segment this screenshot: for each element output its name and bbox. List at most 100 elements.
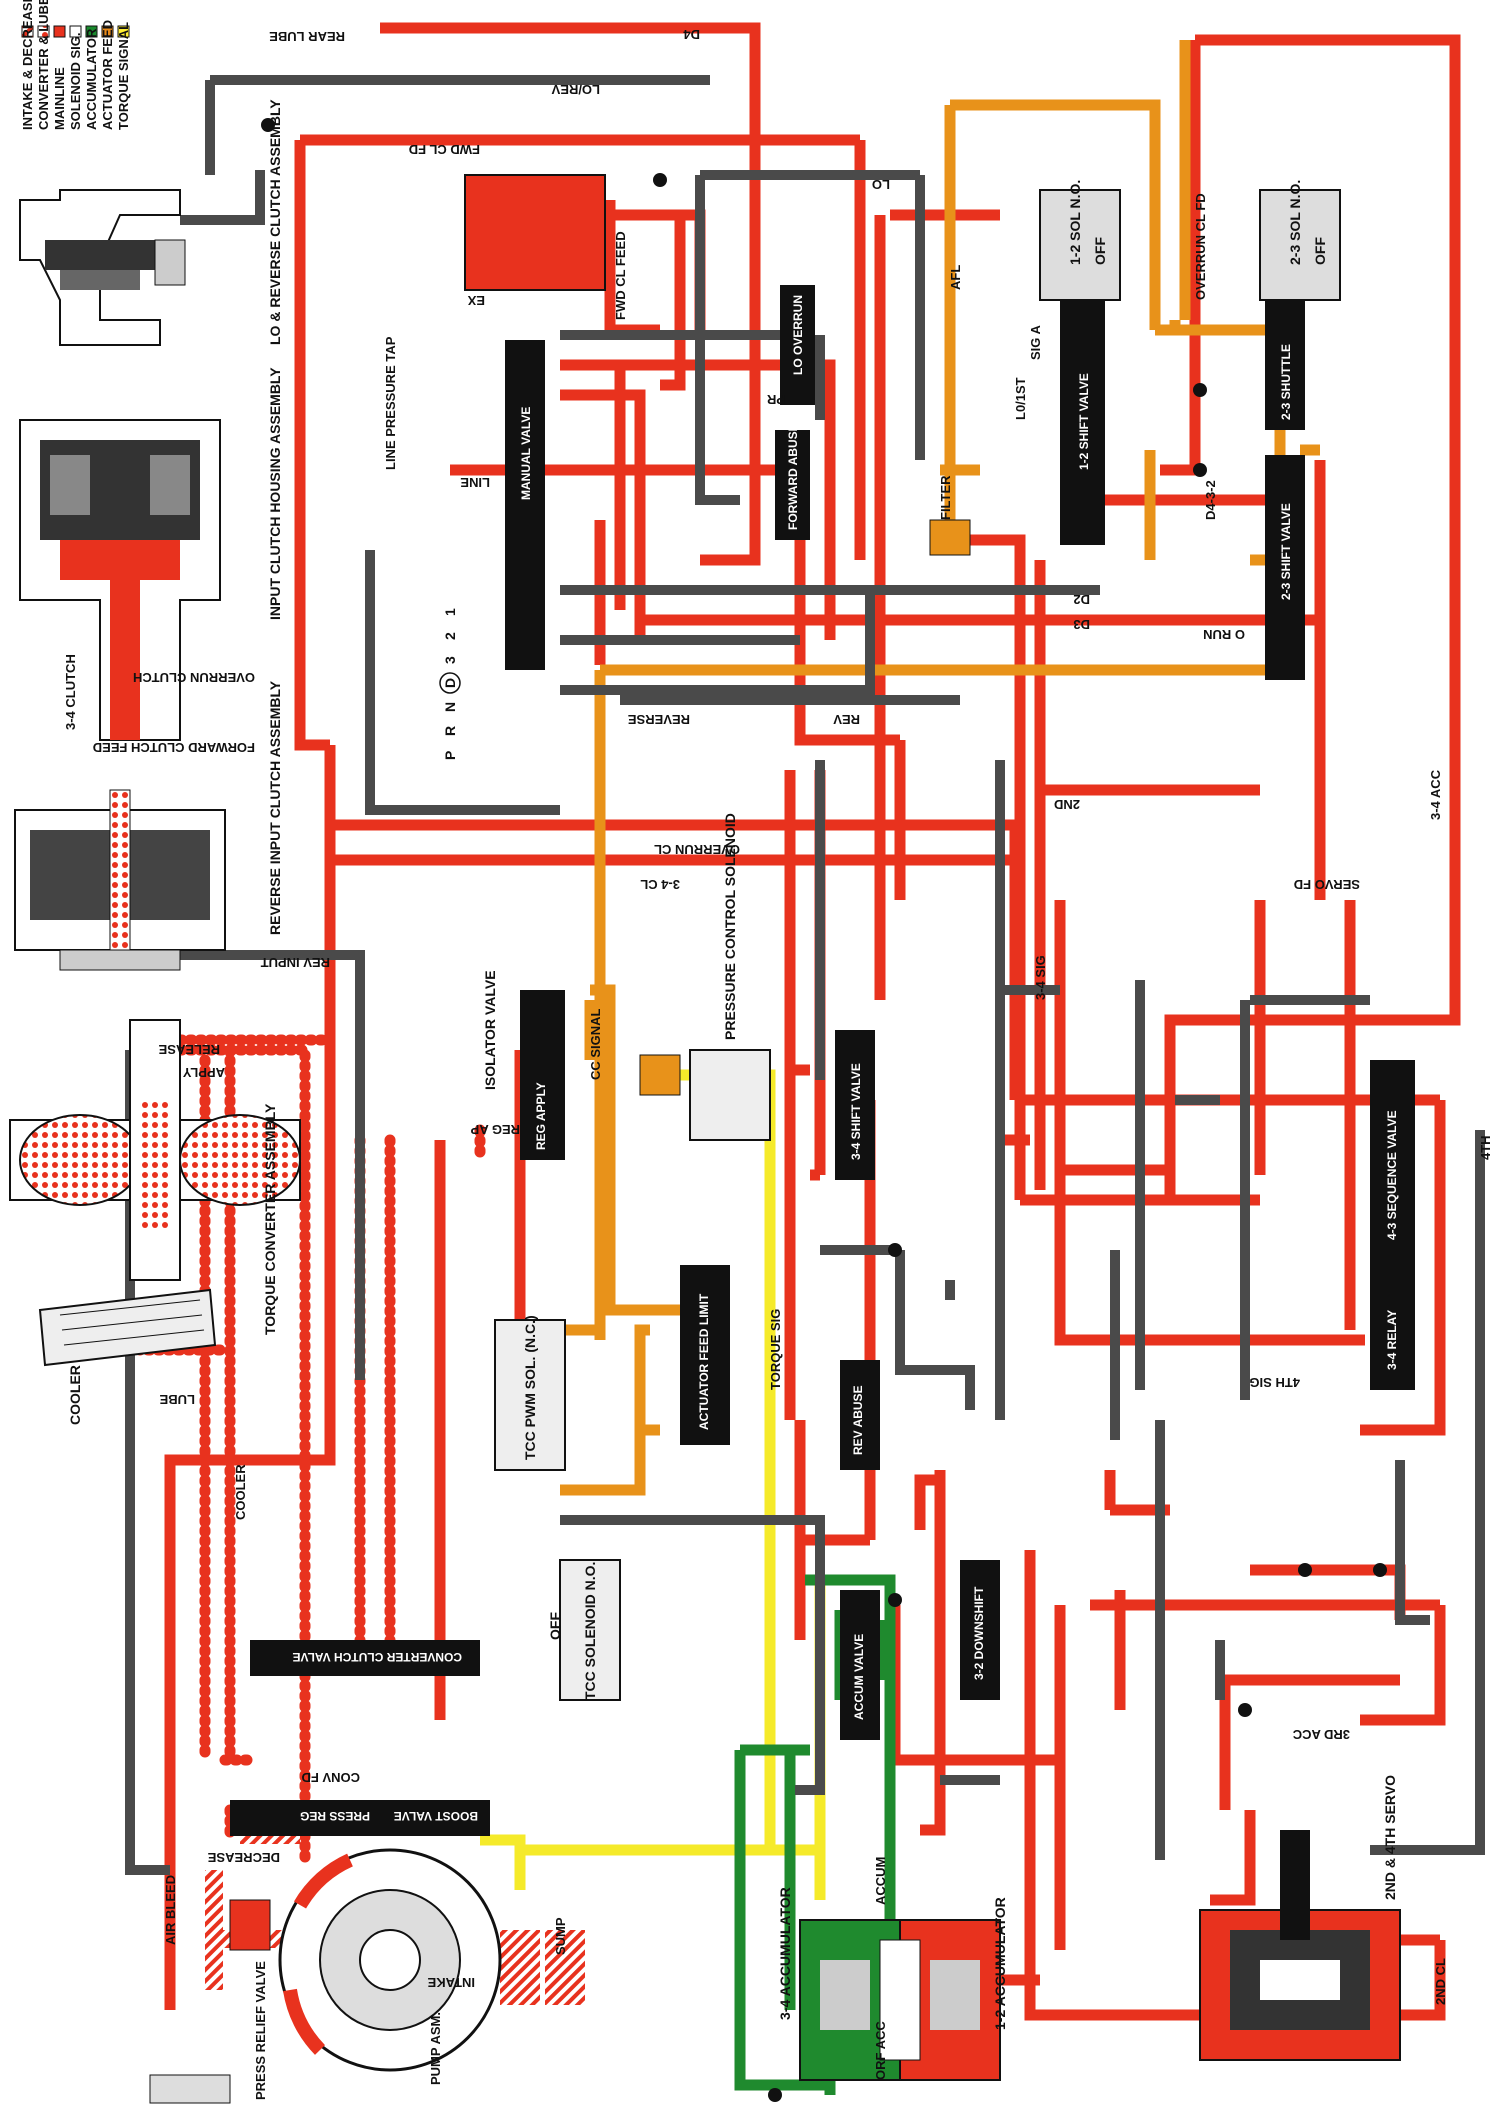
circuit-label: REAR LUBE (269, 29, 345, 44)
valve-labels: MANUAL VALVE LO OVERRUN FORWARD ABUSE 1-… (292, 295, 1399, 1823)
gear-position-label: 1 (442, 608, 458, 616)
pump-assembly (149, 1848, 502, 2104)
circuit-label: OVERRUN CL (654, 842, 740, 857)
circuit-label: PRESS RELIEF VALVE (253, 1961, 268, 2100)
actuator-feed-limit-body (680, 1265, 730, 1445)
assembly-labels: LO & REVERSE CLUTCH ASSEMBLY INPUT CLUTC… (67, 99, 1398, 2030)
valve-label: 2-3 SHUTTLE (1279, 344, 1293, 420)
gear-position-label: D (442, 678, 458, 688)
accum-valve-body (840, 1590, 880, 1740)
assembly-label: 2ND & 4TH SERVO (1382, 1775, 1398, 1900)
intake-circuits (205, 1830, 585, 2005)
solenoid-label: TCC SOLENOID N.O. (582, 1562, 598, 1700)
circuit-label: 4TH SIG (1249, 1375, 1300, 1390)
solenoid-label: 2-3 SOL N.O. (1287, 180, 1303, 265)
solenoid-state: OFF (1092, 237, 1108, 265)
assembly-label: REVERSE INPUT CLUTCH ASSEMBLY (267, 680, 283, 935)
servo-2nd-4th (1199, 1830, 1401, 2061)
legend-swatch (53, 25, 66, 38)
circuit-label: AFL (948, 265, 963, 290)
assembly-label: 1-2 ACCUMULATOR (992, 1897, 1008, 2030)
solenoid-state: OFF (547, 1612, 563, 1640)
legend-label: SOLENOID SIG. (68, 32, 83, 130)
3-4-shift-valve-body (835, 1030, 875, 1180)
accumulators (799, 1919, 1001, 2081)
circuit-label: EX (467, 293, 485, 308)
circuit-label: AIR BLEED (163, 1875, 178, 1945)
3-2-downshift-body (960, 1560, 1000, 1700)
gear-position-label: P (442, 751, 458, 760)
circuit-label: D2 (1073, 592, 1090, 607)
valve-label: 1-2 SHIFT VALVE (1077, 373, 1091, 470)
4-3-sequence-valve-body (1370, 1060, 1415, 1290)
circuit-label: FILTER (938, 475, 953, 520)
circuit-label: PR (766, 392, 785, 407)
assembly-label: COOLER (67, 1365, 83, 1425)
circuit-label: CC SIGNAL (588, 1008, 603, 1080)
circuit-label: CONV FD (302, 1770, 361, 1785)
check-balls (261, 118, 1387, 2102)
circuit-label: PUMP ASM. (428, 2012, 443, 2085)
legend-label: ACTUATOR FEED (100, 20, 115, 130)
legend-label: MAINLINE (52, 67, 67, 130)
2-3-shift-valve-body (1265, 455, 1305, 680)
circuit-label: REV (833, 712, 860, 727)
circuit-label: ORF ACC (873, 2021, 888, 2080)
circuit-label: 3-4 SIG (1033, 955, 1048, 1000)
boost-valve-body (390, 1800, 490, 1836)
circuit-label: 2ND (1054, 797, 1080, 812)
circuit-label: OVERRUN CL FD (1193, 193, 1208, 300)
valve-label: 3-4 SHIFT VALVE (849, 1063, 863, 1160)
solenoid-label: PRESSURE CONTROL SOLENOID (722, 813, 738, 1040)
valve-label: ACTUATOR FEED LIMIT (697, 1293, 711, 1430)
legend (21, 25, 130, 38)
circuit-label: FWD CL FD (409, 142, 480, 157)
cooler (38, 1288, 217, 1367)
reg-apply-body (520, 990, 565, 1160)
reverse-input-clutch-assembly (14, 789, 226, 971)
circuit-label: TORQUE SIG (768, 1309, 783, 1390)
circuit-label: FWD CL FEED (613, 231, 628, 320)
legend-swatch (69, 25, 82, 38)
circuit-label: LO/REV (551, 82, 600, 97)
valve-label: ACCUM VALVE (852, 1634, 866, 1720)
legend-label: INTAKE & DECREASE (20, 0, 35, 130)
circuit-label: 3-4 ACC (1428, 769, 1443, 820)
circuit-label: REVERSE (628, 712, 690, 727)
solenoid-labels: 1-2 SOL N.O. OFF 2-3 SOL N.O. OFF PRESSU… (522, 180, 1328, 1700)
forward-abuse-body (775, 430, 810, 540)
lo-reverse-clutch-assembly (19, 189, 186, 346)
circuit-label: REV INPUT (261, 955, 330, 970)
rev-abuse-body (840, 1360, 880, 1470)
circuit-labels: REAR LUBE LO/REV FWD CL FD FWD CL FEED L… (63, 27, 1493, 2100)
torque-converter-assembly (9, 1019, 301, 1281)
manual-valve-body (505, 340, 545, 670)
solenoid-label: 1-2 SOL N.O. (1067, 180, 1083, 265)
circuit-label: RELEASE (158, 1042, 220, 1057)
circuit-label: L0/1ST (1013, 377, 1028, 420)
valve-label: PRESS REG (300, 1809, 370, 1823)
circuit-label: LINE (460, 475, 490, 490)
circuit-label: 2ND CL (1433, 1958, 1448, 2005)
legend-swatch (85, 25, 98, 38)
assembly-label: LO & REVERSE CLUTCH ASSEMBLY (267, 99, 283, 345)
circuit-label: FORWARD CLUTCH FEED (93, 740, 255, 755)
valve-label: FORWARD ABUSE (786, 423, 800, 530)
legend-swatch (37, 25, 50, 38)
circuit-label: D3 (1073, 617, 1090, 632)
solenoid-label: TCC PWM SOL. (N.C.) (522, 1315, 538, 1460)
circuit-label: OVERRUN CLUTCH (133, 670, 255, 685)
valve-label: 3-2 DOWNSHIFT (972, 1586, 986, 1680)
circuit-label: 4TH (1478, 1135, 1493, 1160)
1-2-shift-valve-body (1060, 300, 1105, 545)
circuit-label: LUBE (159, 1392, 195, 1407)
circuit-label: APPLY (183, 1065, 225, 1080)
gear-position-label: R (442, 726, 458, 736)
assembly-label: TORQUE CONVERTER ASSEMBLY (262, 1103, 278, 1335)
lo-overrun-body (780, 285, 815, 405)
valve-label: 2-3 SHIFT VALVE (1279, 503, 1293, 600)
gear-position-label: 3 (442, 656, 458, 664)
